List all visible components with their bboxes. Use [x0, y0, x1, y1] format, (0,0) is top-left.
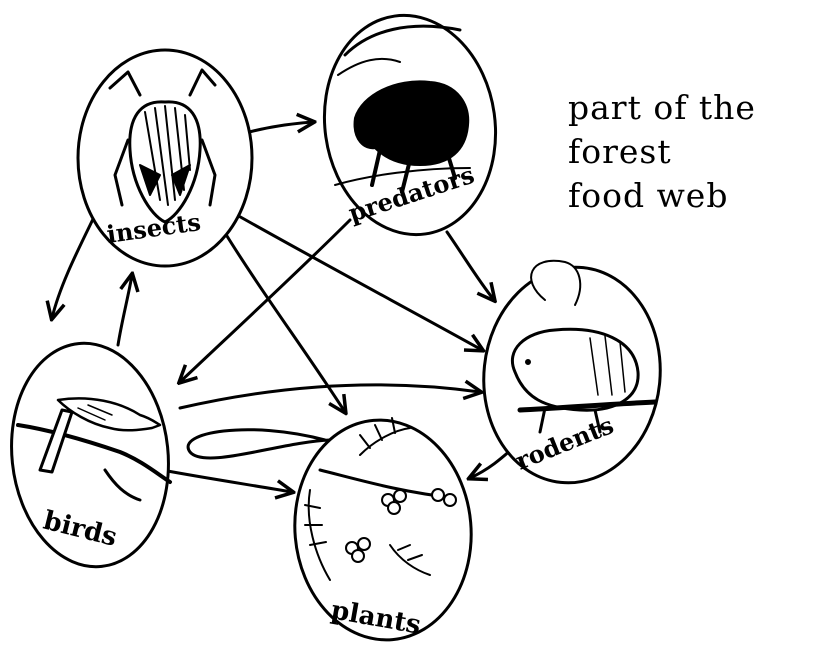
- arrow-birds-to-insects: [118, 275, 132, 345]
- arrow-birds-to-plants: [162, 470, 292, 492]
- title-line-3: food web: [568, 174, 808, 218]
- node-birds: birds: [1, 335, 180, 574]
- title-line-2: forest: [568, 130, 808, 174]
- title-line-1: part of the: [568, 86, 808, 130]
- arrow-insects-to-rodents: [228, 210, 482, 350]
- node-insects: insects: [78, 50, 252, 266]
- arrow-insects-to-birds: [52, 215, 95, 318]
- node-plants: plants: [286, 413, 481, 647]
- arrow-predators-to-rodents: [447, 232, 494, 300]
- diagram-title: part of the forest food web: [568, 86, 808, 218]
- node-predators: predators: [311, 4, 510, 246]
- arrow-plants-to-rodents: [188, 430, 330, 458]
- arrow-insects-to-plants: [222, 228, 345, 412]
